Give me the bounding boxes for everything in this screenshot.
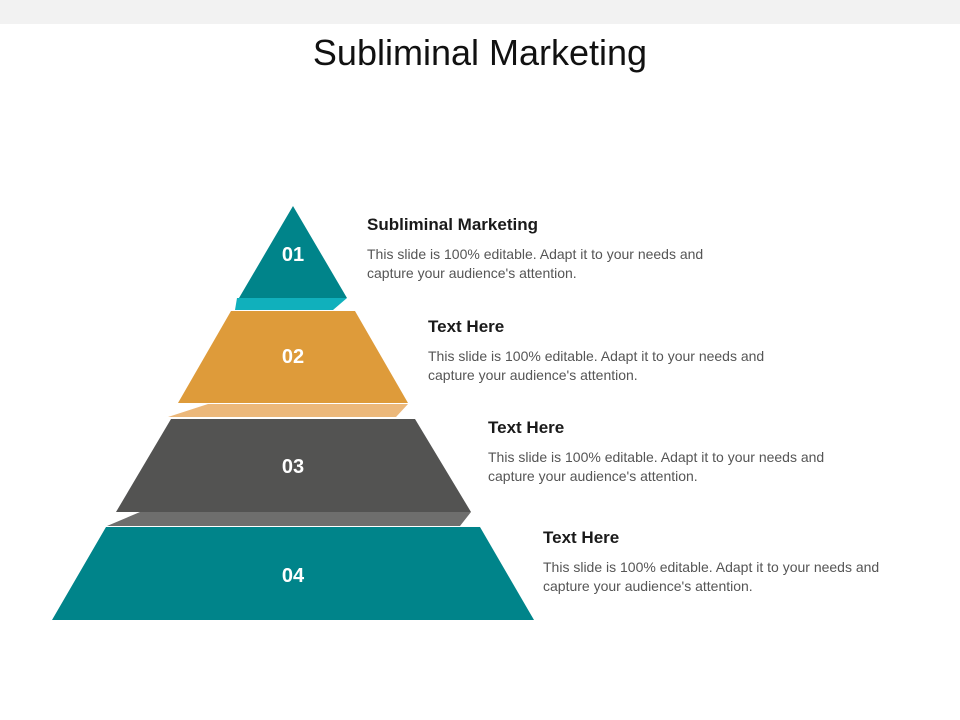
tier-1-shape[interactable] [239, 206, 347, 298]
tier-1-bevel [235, 298, 347, 310]
tier-3-body[interactable]: This slide is 100% editable. Adapt it to… [488, 449, 825, 484]
tier-3-caption: Text Here This slide is 100% editable. A… [488, 417, 868, 486]
tier-2-bevel [168, 404, 408, 417]
tier-1-caption: Subliminal Marketing This slide is 100% … [367, 214, 747, 283]
tier-2-caption: Text Here This slide is 100% editable. A… [428, 316, 808, 385]
tier-4-shape[interactable] [52, 527, 534, 620]
tier-3-bevel [107, 512, 471, 526]
tier-1-body[interactable]: This slide is 100% editable. Adapt it to… [367, 246, 704, 281]
tier-1-number: 01 [282, 244, 304, 266]
tier-4-caption: Text Here This slide is 100% editable. A… [543, 527, 923, 596]
top-bar [0, 0, 960, 24]
tier-2-body[interactable]: This slide is 100% editable. Adapt it to… [428, 348, 765, 383]
tier-2-number: 02 [282, 346, 304, 368]
tier-4-body[interactable]: This slide is 100% editable. Adapt it to… [543, 559, 880, 594]
slide-title[interactable]: Subliminal Marketing [312, 32, 648, 73]
tier-4-heading[interactable]: Text Here [543, 528, 620, 547]
tier-4-number: 04 [282, 565, 305, 587]
tier-2-heading[interactable]: Text Here [428, 317, 505, 336]
tier-2-shape[interactable] [178, 311, 408, 403]
tier-3-number: 03 [282, 456, 304, 478]
tier-3-heading[interactable]: Text Here [488, 418, 565, 437]
tier-3-shape[interactable] [116, 419, 471, 512]
tier-1-heading[interactable]: Subliminal Marketing [367, 215, 538, 234]
